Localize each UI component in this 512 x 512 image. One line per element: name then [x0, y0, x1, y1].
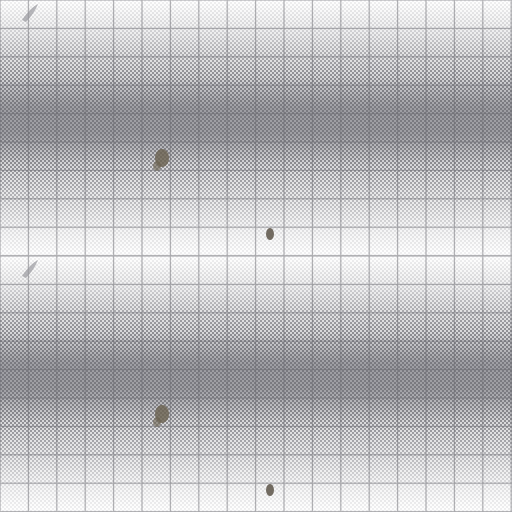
texture-tile-top	[0, 0, 512, 256]
texture-tile-bottom	[0, 256, 512, 512]
